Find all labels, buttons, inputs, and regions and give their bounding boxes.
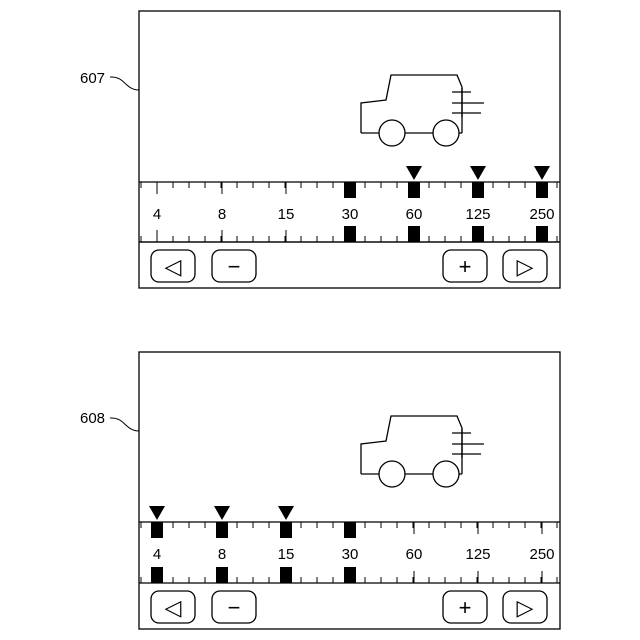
reference-leader-line [110,418,139,431]
block-marker [151,567,163,583]
reference-leader-line [110,77,139,90]
panel-607: 607 4 8 15 30 60 125 [80,11,560,288]
block-marker [280,567,292,583]
scale-value: 8 [218,546,226,563]
plus-button[interactable]: + [443,250,487,282]
block-marker [151,522,163,538]
block-marker [344,567,356,583]
display-screen [139,352,560,629]
block-marker [472,226,484,242]
plus-button[interactable]: + [443,591,487,623]
triangle-marker [214,506,230,520]
display-screen [139,11,560,288]
car-icon [361,416,484,487]
triangle-marker [470,166,486,180]
scale-value: 4 [153,546,161,563]
minus-button[interactable]: − [212,591,256,623]
scale-bar: 4 8 15 30 60 125 250 [139,506,560,583]
car-icon [361,75,484,146]
triangle-marker [534,166,550,180]
scale-value: 60 [406,206,423,223]
scale-value: 30 [342,206,359,223]
block-marker [344,522,356,538]
block-marker [280,522,292,538]
scale-value: 125 [465,206,490,223]
block-marker [344,226,356,242]
block-marker [216,522,228,538]
block-marker [536,182,548,198]
scale-value: 15 [278,206,295,223]
plus-icon: + [459,595,472,620]
right-arrow-button[interactable]: ▷ [503,250,547,282]
scale-value: 4 [153,206,161,223]
right-arrow-icon: ▷ [517,254,534,279]
scale-labels: 4 8 15 30 60 125 250 [153,546,555,563]
scale-value: 15 [278,546,295,563]
scale-labels: 4 8 15 30 60 125 250 [153,206,555,223]
triangle-marker [149,506,165,520]
scale-markers [344,166,550,242]
scale-value: 250 [529,206,554,223]
scale-value: 60 [406,546,423,563]
right-arrow-button[interactable]: ▷ [503,591,547,623]
scale-value: 250 [529,546,554,563]
triangle-marker [406,166,422,180]
left-arrow-button[interactable]: ◁ [151,250,195,282]
left-arrow-icon: ◁ [165,254,182,279]
left-arrow-button[interactable]: ◁ [151,591,195,623]
scale-value: 30 [342,546,359,563]
block-marker [536,226,548,242]
minus-button[interactable]: − [212,250,256,282]
triangle-marker [278,506,294,520]
block-marker [408,182,420,198]
scale-value: 8 [218,206,226,223]
minus-icon: − [228,254,241,279]
left-arrow-icon: ◁ [165,595,182,620]
reference-label: 608 [80,410,105,427]
block-marker [472,182,484,198]
scale-bar: 4 8 15 30 60 125 250 [139,166,560,242]
right-arrow-icon: ▷ [517,595,534,620]
reference-label: 607 [80,70,105,87]
block-marker [216,567,228,583]
panel-608: 608 4 8 15 30 60 125 [80,352,560,629]
block-marker [344,182,356,198]
plus-icon: + [459,254,472,279]
block-marker [408,226,420,242]
scale-value: 125 [465,546,490,563]
scale-markers [149,506,356,583]
minus-icon: − [228,595,241,620]
